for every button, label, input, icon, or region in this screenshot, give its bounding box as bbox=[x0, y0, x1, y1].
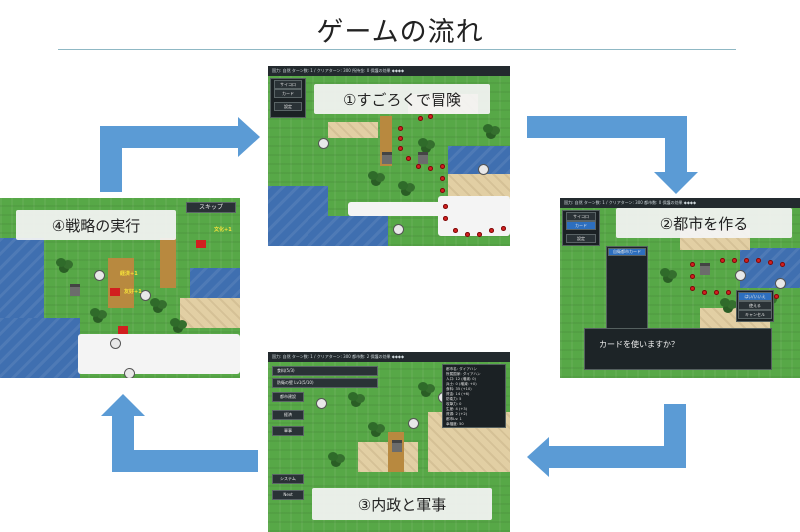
status-bar: 国力: 自然 ターン数: 1 / クリアターン: 300 都市数: 2 保護の効… bbox=[268, 352, 510, 362]
water-area bbox=[308, 216, 388, 246]
info-line: 攻撃力: 0 bbox=[446, 402, 462, 406]
arrow-to-step3 bbox=[548, 446, 686, 468]
menu-item-settings[interactable]: 設定 bbox=[274, 102, 302, 111]
badge-culture: 文化+1 bbox=[214, 227, 232, 233]
sand-area bbox=[448, 174, 510, 198]
info-line: 人口: 12 (増減: 0) bbox=[446, 377, 476, 381]
arrow-head-left-icon bbox=[527, 437, 549, 477]
white-ground bbox=[348, 202, 448, 216]
menu-item-card[interactable]: カード bbox=[274, 89, 302, 98]
arrow-to-step2 bbox=[527, 116, 687, 138]
white-ground bbox=[78, 334, 240, 374]
option-yes-no[interactable]: はい/いいえ bbox=[738, 292, 772, 301]
dialog-box: カードを使いますか？ bbox=[584, 328, 772, 370]
sand-area bbox=[328, 122, 378, 138]
wall-bar: 防衛の壁 Lv1(5/10) bbox=[272, 378, 378, 388]
info-line: 食料: 35 (+10) bbox=[446, 387, 472, 391]
status-bar: 国力: 自然 ターン数: 1 / クリアターン: 300 都市数: 0 保護の効… bbox=[560, 198, 800, 208]
arrow-to-step4 bbox=[112, 450, 258, 472]
step-label-4: ④戦略の実行 bbox=[16, 210, 176, 240]
skip-button[interactable]: スキップ bbox=[186, 202, 236, 213]
dialog-text: カードを使いますか？ bbox=[599, 340, 679, 349]
info-line: 幸福度: 50 bbox=[446, 422, 464, 426]
arrow-to-step2 bbox=[665, 116, 687, 174]
system-button[interactable]: システム bbox=[272, 474, 304, 484]
white-ground bbox=[438, 196, 510, 236]
food-bar: 食料(5/3) bbox=[272, 366, 378, 376]
road-area bbox=[388, 432, 404, 472]
step-label-1: ①すごろくで冒険 bbox=[314, 84, 490, 114]
badge-friendship: 友好+1 bbox=[124, 289, 142, 295]
status-bar: 国力: 自然 ターン数: 1 / クリアターン: 300 所持金: 0 保護の効… bbox=[268, 66, 510, 76]
info-line: 所属国家: ダイアハン bbox=[446, 372, 481, 376]
step-label-2: ②都市を作る bbox=[616, 208, 792, 238]
arrow-to-step1 bbox=[100, 126, 240, 148]
info-line: 都市名: ダイアハン bbox=[446, 367, 477, 371]
water-area bbox=[740, 248, 800, 288]
card-panel bbox=[606, 246, 648, 334]
info-line: 兵士: 0 (増減: +0) bbox=[446, 382, 477, 386]
option-cancel[interactable]: キャンセル bbox=[738, 310, 772, 319]
screenshot-strategy: 文化+1 経済+1 友好+1 スキップ ④戦略の実行 bbox=[0, 198, 240, 378]
info-line: 生産: 4 (+3) bbox=[446, 407, 468, 411]
economy-button[interactable]: 経済 bbox=[272, 410, 304, 420]
screenshot-governance: 国力: 自然 ターン数: 1 / クリアターン: 300 都市数: 2 保護の効… bbox=[268, 352, 510, 532]
info-line: 防衛力: 5 bbox=[446, 397, 462, 401]
info-line: 都市Lv: 1 bbox=[446, 417, 462, 421]
menu-item-dice[interactable]: サイコロ bbox=[274, 80, 302, 89]
menu-item-dice[interactable]: サイコロ bbox=[566, 212, 596, 221]
step-label-3: ③内政と軍事 bbox=[312, 488, 492, 520]
sand-area bbox=[180, 298, 240, 328]
info-line: 資金: 14 (+6) bbox=[446, 392, 470, 396]
card-item[interactable]: 自衛都市カード bbox=[608, 248, 646, 256]
screenshot-adventure: 国力: 自然 ターン数: 1 / クリアターン: 300 所持金: 0 保護の効… bbox=[268, 66, 510, 246]
menu-item-settings[interactable]: 設定 bbox=[566, 234, 596, 243]
arrow-head-right-icon bbox=[238, 117, 260, 157]
next-button[interactable]: Next bbox=[272, 490, 304, 500]
arrow-head-down-icon bbox=[654, 172, 698, 194]
water-area bbox=[448, 146, 510, 174]
menu-item-card[interactable]: カード bbox=[566, 221, 596, 230]
arrow-to-step4 bbox=[112, 414, 134, 472]
city-info-panel: 都市名: ダイアハン 所属国家: ダイアハン 人口: 12 (増減: 0) 兵士… bbox=[442, 364, 506, 428]
title-underline bbox=[58, 49, 736, 50]
water-area bbox=[0, 318, 80, 378]
military-button[interactable]: 軍事 bbox=[272, 426, 304, 436]
screenshot-build-city: 国力: 自然 ターン数: 1 / クリアターン: 300 都市数: 0 保護の効… bbox=[560, 198, 800, 378]
option-use[interactable]: 使える bbox=[738, 301, 772, 310]
info-line: 資源: 2 (+2) bbox=[446, 412, 468, 416]
road-area bbox=[108, 258, 134, 308]
water-area bbox=[190, 268, 240, 298]
road-area bbox=[160, 238, 176, 288]
build-city-button[interactable]: 都市建設 bbox=[272, 392, 304, 402]
badge-economy: 経済+1 bbox=[120, 271, 138, 277]
page-title: ゲームの流れ bbox=[316, 17, 484, 48]
arrow-head-up-icon bbox=[101, 394, 145, 416]
